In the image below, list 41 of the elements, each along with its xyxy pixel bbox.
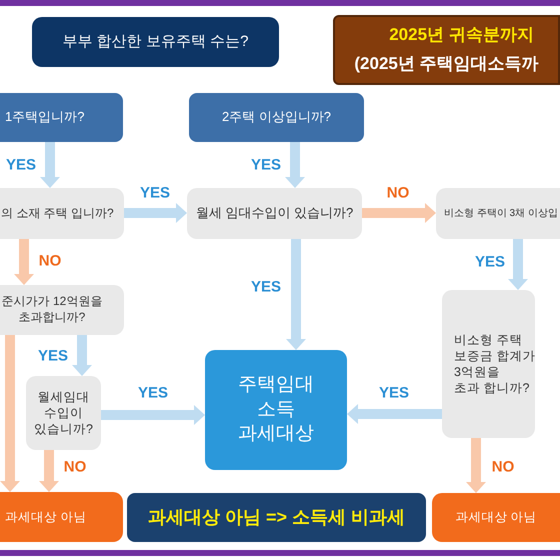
decision-box: 준시가가 12억원을 초과합니까? [0, 285, 124, 335]
arrow [0, 335, 20, 492]
arrow [40, 142, 60, 188]
edge-label: YES [251, 280, 281, 294]
conclusion-banner: 과세대상 아님 => 소득세 비과세 [127, 493, 426, 542]
arrow [14, 239, 34, 285]
edge-label: YES [138, 386, 168, 400]
arrow [286, 239, 306, 350]
edge-label: NO [386, 186, 410, 200]
arrow [72, 335, 92, 376]
question-box: 1주택입니까? [0, 93, 123, 142]
result-box: 과세대상 아님 [432, 493, 560, 542]
edge-label: NO [38, 254, 62, 268]
result-box: 과세대상 아님 [0, 492, 123, 542]
edge-label: YES [6, 158, 36, 172]
note-text: (2025년 주택임대소득까 [354, 54, 539, 73]
arrow [285, 142, 305, 188]
edge-label: YES [38, 348, 68, 364]
arrow [466, 438, 486, 493]
result-box: 주택임대 소득 과세대상 [205, 350, 347, 470]
arrow [39, 450, 59, 492]
edge-label: YES [475, 254, 505, 270]
arrow [347, 404, 442, 424]
arrow [124, 203, 187, 223]
decision-box: 비소형 주택 보증금 합계가 3억원을 초과 합니까? [442, 290, 535, 438]
edge-label: YES [251, 158, 281, 172]
note-box [333, 15, 560, 85]
decision-box: 월세 임대수입이 있습니까? [187, 188, 362, 239]
edge-label: NO [492, 460, 514, 474]
edge-label: YES [379, 386, 409, 400]
decision-box: 월세임대 수입이 있습니까? [26, 376, 101, 450]
arrow [101, 405, 205, 425]
arrow [362, 203, 436, 223]
decision-box: 의 소재 주택 입니까? [0, 188, 124, 239]
decision-box: 비소형 주택이 3채 이상입 [436, 188, 560, 239]
question-box: 2주택 이상입니까? [189, 93, 364, 142]
edge-label: NO [64, 460, 86, 474]
note-heading: 2025년 귀속분까지 [389, 25, 534, 44]
arrow [508, 239, 528, 290]
edge-label: YES [140, 186, 170, 200]
question-box: 부부 합산한 보유주택 수는? [32, 17, 279, 67]
